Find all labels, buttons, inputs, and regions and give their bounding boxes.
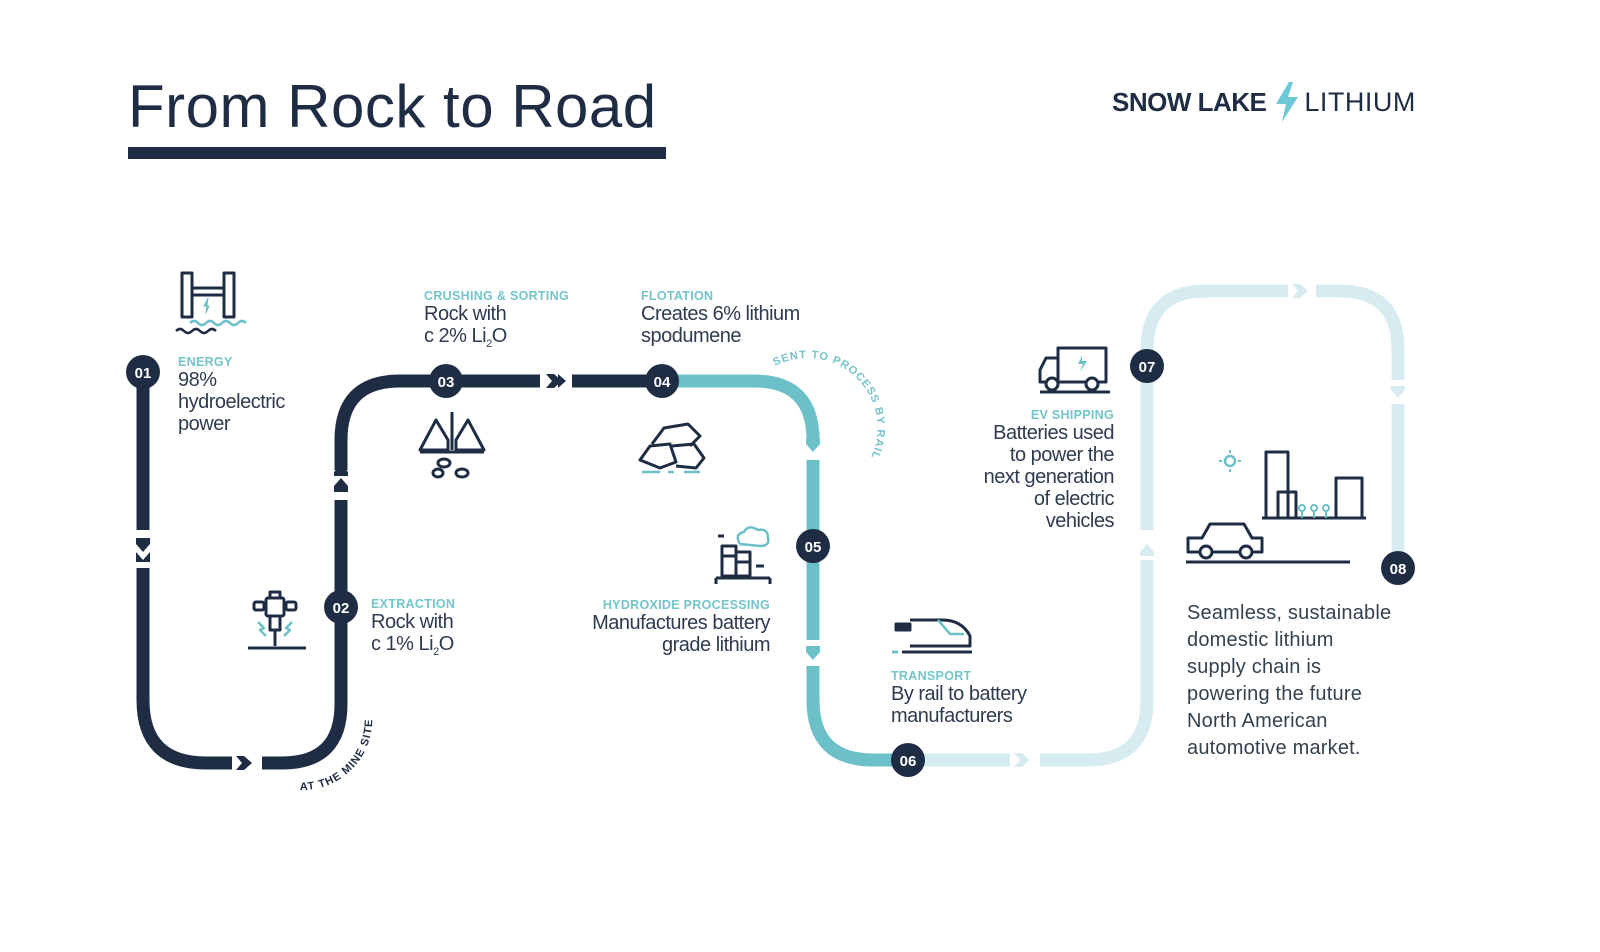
path-segment-mine	[136, 372, 662, 770]
step-description-line: Rock with	[371, 611, 454, 633]
path-label-rail: SENT TO PROCESS BY RAIL	[771, 349, 886, 461]
chevron-up-icon	[334, 478, 348, 492]
summary-line: supply chain is	[1187, 656, 1322, 678]
step-description-line: to power the	[1009, 444, 1115, 466]
step-description-line: power	[178, 413, 230, 435]
step-node-04: 04	[645, 364, 679, 398]
step-01-text: ENERGY 98% hydroelectric power	[178, 355, 285, 435]
city-ev-icon	[1186, 450, 1366, 564]
step-label: TRANSPORT	[891, 669, 972, 683]
chevron-up-icon	[1140, 544, 1154, 556]
step-02-text: EXTRACTION Rock with c 1% Li2O	[371, 597, 455, 663]
logo-brand-bold: SNOW LAKE	[1112, 86, 1267, 117]
step-node-01: 01	[126, 355, 160, 389]
step-node-02: 02	[324, 590, 358, 624]
step-06-text: TRANSPORT By rail to battery manufacture…	[891, 669, 1027, 727]
step-description-line: By rail to battery	[891, 683, 1027, 705]
summary-line: Seamless, sustainable	[1187, 602, 1392, 624]
chevron-down-icon	[136, 538, 150, 552]
step-description-line: c 2% Li2O	[424, 325, 507, 350]
step-label: FLOTATION	[641, 289, 714, 303]
step-description-line: Creates 6% lithium	[641, 303, 800, 325]
step-node-06: 06	[891, 743, 925, 777]
step-03-text: CRUSHING & SORTING Rock with c 2% Li2O	[424, 289, 569, 355]
step-node-07: 07	[1130, 349, 1164, 383]
step-description-line: c 1% Li2O	[371, 633, 454, 658]
chevron-right-icon	[236, 756, 252, 770]
svg-text:07: 07	[1139, 359, 1156, 376]
jackhammer-icon	[248, 590, 306, 650]
step-label: EXTRACTION	[371, 597, 456, 611]
step-05-text: HYDROXIDE PROCESSING Manufactures batter…	[570, 598, 770, 656]
chevron-up-icon	[334, 464, 348, 476]
path-segment-distribution	[908, 284, 1405, 767]
chevron-down-icon	[806, 438, 820, 452]
step-label: EV SHIPPING	[1030, 408, 1114, 422]
factory-icon	[714, 526, 772, 584]
flow-arrows-teal	[806, 438, 820, 660]
chevron-right-icon	[1292, 284, 1308, 298]
step-description-line: hydroelectric	[178, 391, 285, 413]
title-underline	[128, 147, 666, 159]
svg-text:06: 06	[900, 753, 917, 770]
step-label: ENERGY	[178, 355, 233, 369]
step-description-line: 98%	[178, 369, 217, 391]
train-icon	[892, 618, 972, 654]
svg-text:02: 02	[333, 600, 350, 617]
flow-arrows-light	[1014, 284, 1405, 767]
step-description-line: Rock with	[424, 303, 507, 325]
chevron-right-icon	[558, 374, 566, 388]
summary-line: automotive market.	[1187, 737, 1361, 759]
step-description-line: next generation	[983, 466, 1115, 488]
chevron-down-icon	[136, 552, 150, 562]
svg-text:04: 04	[654, 374, 671, 391]
step-node-08: 08	[1381, 551, 1415, 585]
ev-truck-icon	[1038, 346, 1110, 394]
svg-text:01: 01	[135, 365, 152, 382]
step-08-summary: Seamless, sustainable domestic lithium s…	[1187, 600, 1427, 762]
step-description-line: spodumene	[641, 325, 742, 347]
step-node-05: 05	[796, 529, 830, 563]
step-description-line: Batteries used	[993, 422, 1114, 444]
chevron-down-icon	[806, 646, 820, 660]
page-title: From Rock to Road	[128, 73, 657, 140]
step-label: CRUSHING & SORTING	[424, 289, 569, 303]
summary-line: domestic lithium	[1187, 629, 1334, 651]
summary-line: powering the future	[1187, 683, 1363, 705]
step-label: HYDROXIDE PROCESSING	[602, 598, 770, 612]
step-description-line: manufacturers	[891, 705, 1013, 727]
step-description-line: grade lithium	[661, 634, 771, 656]
step-description-line: of electric	[1033, 488, 1115, 510]
svg-text:05: 05	[805, 539, 822, 556]
logo-brand-light: LITHIUM	[1304, 86, 1416, 117]
step-node-03: 03	[429, 364, 463, 398]
step-description-line: vehicles	[1045, 510, 1115, 532]
crusher-icon	[418, 412, 486, 479]
chevron-right-icon	[1014, 753, 1030, 767]
rocks-icon	[638, 422, 706, 474]
hydro-dam-icon	[175, 271, 247, 335]
svg-text:08: 08	[1390, 561, 1407, 578]
step-description-line: Manufactures battery	[592, 612, 770, 634]
step-07-text: EV SHIPPING Batteries used to power the …	[954, 408, 1115, 532]
flow-arrows-navy	[136, 374, 566, 770]
chevron-down-icon	[1391, 386, 1405, 398]
summary-line: North American	[1187, 710, 1328, 732]
company-logo: SNOW LAKE LITHIUM	[1112, 82, 1416, 122]
step-04-text: FLOTATION Creates 6% lithium spodumene	[641, 289, 800, 347]
svg-text:03: 03	[438, 374, 455, 391]
lightning-bolt-icon	[1276, 82, 1299, 122]
